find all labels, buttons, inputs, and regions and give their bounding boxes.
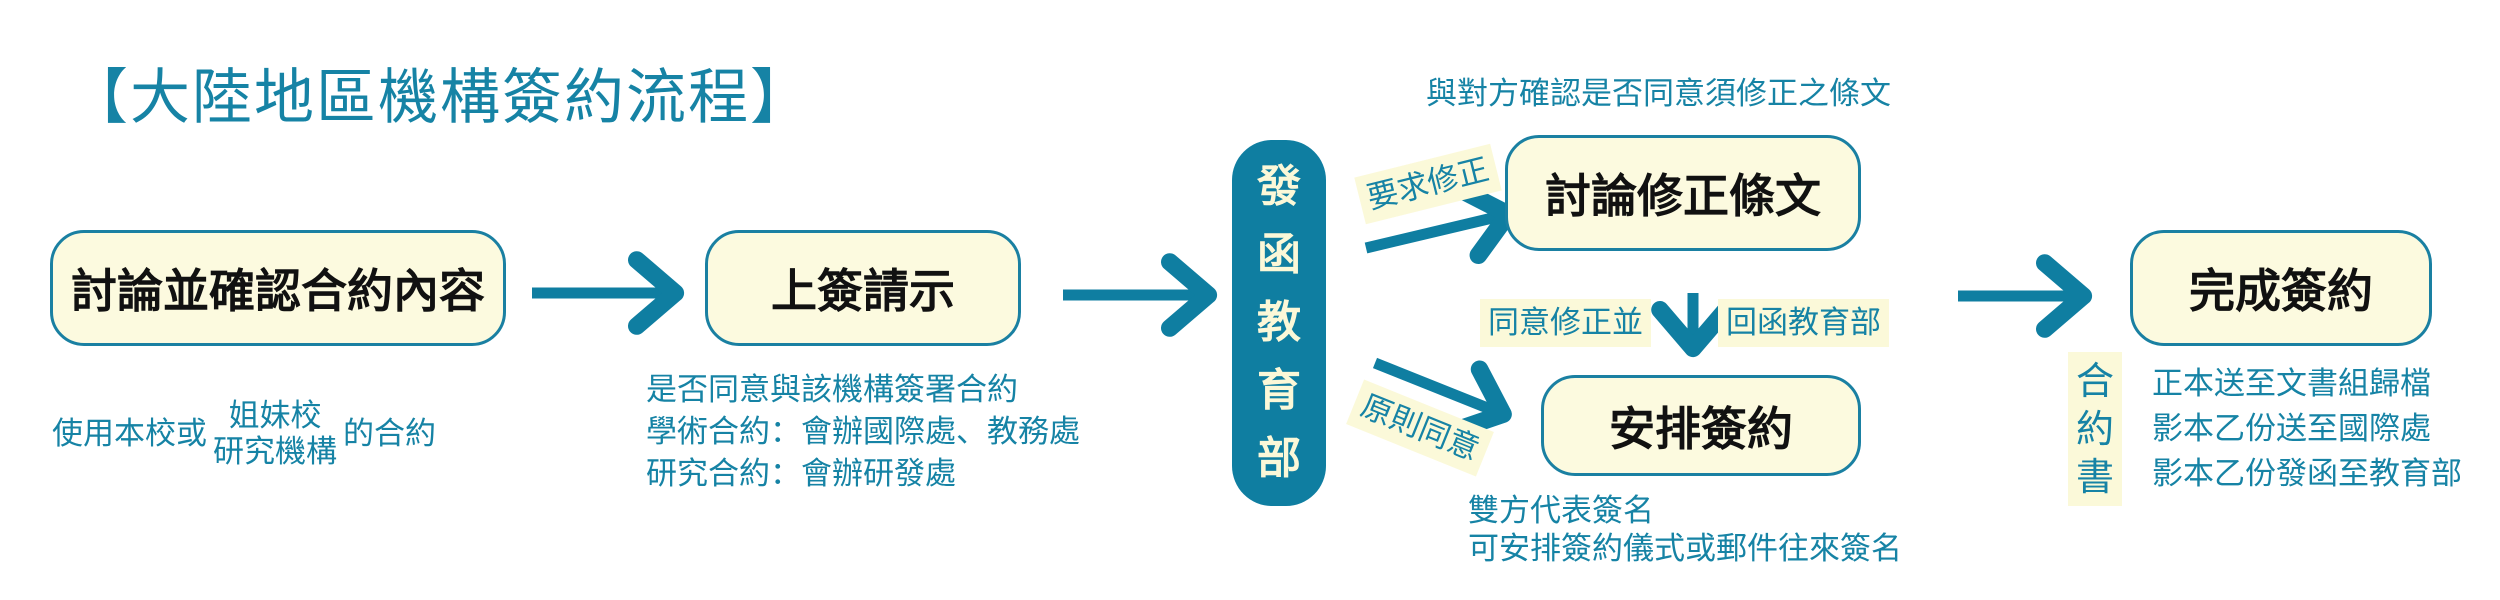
node-complete-signing: 完成簽約 (2130, 230, 2432, 346)
note-complete-signing: 正本送至文書組歸檔 影本乙份送至國際處 影本乙份發函至教育部 (2152, 362, 2462, 497)
note-stack: 姐妹校 研究機構 (213, 398, 337, 470)
edge-label-agree-revise-right: 回函教育部 (1718, 299, 1889, 347)
note-line: 研究合約：會辦研發處 (646, 456, 956, 492)
node-label: 安排簽約 (1609, 401, 1793, 456)
node-label: 上簽請示 (771, 264, 955, 318)
note-discuss-confirm: 使用本校或 姐妹校 研究機構 的合約 (52, 392, 436, 476)
pill-char: 教 (1257, 297, 1301, 348)
note-line: 雙方代表簽名 (1468, 493, 1654, 529)
note-line: 學術合約：會辦國際處、教務處 (646, 414, 1080, 450)
edge-label-agree-revise-left: 同意修正並 (1480, 299, 1651, 347)
node-label: 討論並確認合約內容 (71, 264, 485, 318)
node-moe-letter: 發 函 教 育 部 (1232, 140, 1326, 506)
contract-label-char: 約 (2075, 407, 2114, 451)
note-discuss-revise: 與對方確認是否同意須修正之條文 (1426, 76, 1891, 112)
pill-char: 育 (1257, 365, 1301, 416)
note-stack-bottom: 研究機構 (213, 434, 337, 470)
node-label: 完成簽約 (2189, 264, 2373, 318)
page-title: 【大陸地區機構簽約流程】 (68, 63, 812, 133)
pill-char: 發 (1257, 161, 1301, 212)
contract-label-char: 合 (2075, 359, 2114, 403)
note-line: 影本乙份發函至教育部 (2152, 456, 2462, 492)
contract-label: 合 約 書 (2068, 352, 2122, 506)
note-arrange-signing: 雙方代表簽名 可安排簽約儀式或郵件往來簽名 (1468, 492, 1902, 568)
node-discuss-confirm: 討論並確認合約內容 (50, 230, 506, 346)
note-line: 正本送至文書組歸檔 (2152, 366, 2431, 402)
note-suffix: 的合約 (343, 416, 436, 452)
pill-char: 部 (1257, 433, 1301, 484)
note-line: 是否同意與該機構簽署合約 (646, 372, 1018, 408)
node-arrange-signing: 安排簽約 (1541, 375, 1861, 476)
node-label: 討論修正條文 (1545, 169, 1821, 223)
node-submit-approval: 上簽請示 (705, 230, 1021, 346)
arrow-diagonal-down-icon (1372, 357, 1512, 440)
node-discuss-revise: 討論修正條文 (1505, 135, 1861, 251)
note-line: 可安排簽約儀式或郵件往來簽名 (1468, 531, 1902, 567)
note-prefix: 使用本校或 (52, 416, 207, 452)
contract-label-char: 書 (2075, 455, 2114, 499)
note-line: 影本乙份送至國際處 (2152, 411, 2431, 447)
note-stack-top: 姐妹校 (228, 398, 322, 434)
arrow-diagonal-up-icon (1364, 182, 1518, 265)
note-submit-approval: 是否同意與該機構簽署合約 學術合約：會辦國際處、教務處 研究合約：會辦研發處 (646, 369, 1080, 495)
pill-char: 函 (1257, 229, 1301, 280)
